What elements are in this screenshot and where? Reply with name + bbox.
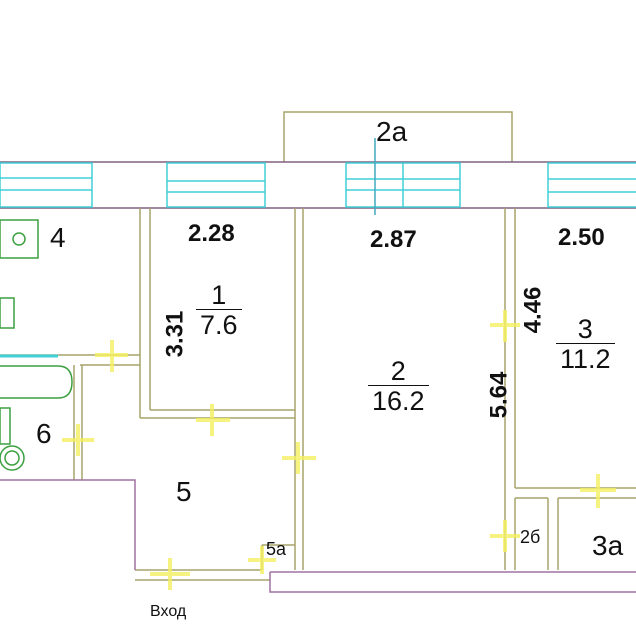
stove-icon xyxy=(0,219,39,259)
room-2-length: 5.64 xyxy=(485,371,513,419)
room-3a-label: 3а xyxy=(592,530,624,561)
room-1-length: 3.31 xyxy=(161,310,189,358)
room-4-label: 4 xyxy=(50,222,66,253)
room-5a-label: 5а xyxy=(266,539,287,559)
room-2-area: 16.2 xyxy=(368,385,429,415)
room-3-area: 11.2 xyxy=(556,343,615,373)
room-2a-label: 2а xyxy=(376,116,408,147)
room-1-number: 1 xyxy=(211,280,227,310)
room-2-area-label: 2 16.2 xyxy=(368,358,429,415)
room-1-area-label: 1 7.6 xyxy=(196,282,242,339)
bathtub-icon xyxy=(0,365,73,399)
room-1-width: 2.28 xyxy=(188,220,235,247)
room-3-length: 4.46 xyxy=(519,286,547,334)
sink-icon xyxy=(0,297,15,329)
outer-walls xyxy=(0,479,636,593)
door-markers xyxy=(62,310,616,590)
balcony-outline xyxy=(283,111,513,162)
toilet-icon xyxy=(0,407,11,445)
room-5-label: 5 xyxy=(176,476,192,507)
room-3-width: 2.50 xyxy=(558,224,605,251)
room-2-width: 2.87 xyxy=(370,226,417,253)
inner-walls xyxy=(0,208,636,581)
room-2b-label: 2б xyxy=(520,527,541,547)
entrance-label: Вход xyxy=(150,603,187,620)
room-3-area-label: 3 11.2 xyxy=(556,316,615,373)
fixtures xyxy=(0,219,73,471)
room-2-number: 2 xyxy=(390,356,406,386)
windows xyxy=(0,162,636,208)
room-3-number: 3 xyxy=(577,314,593,344)
room-6-label: 6 xyxy=(36,418,52,449)
room-1-area: 7.6 xyxy=(196,309,242,339)
